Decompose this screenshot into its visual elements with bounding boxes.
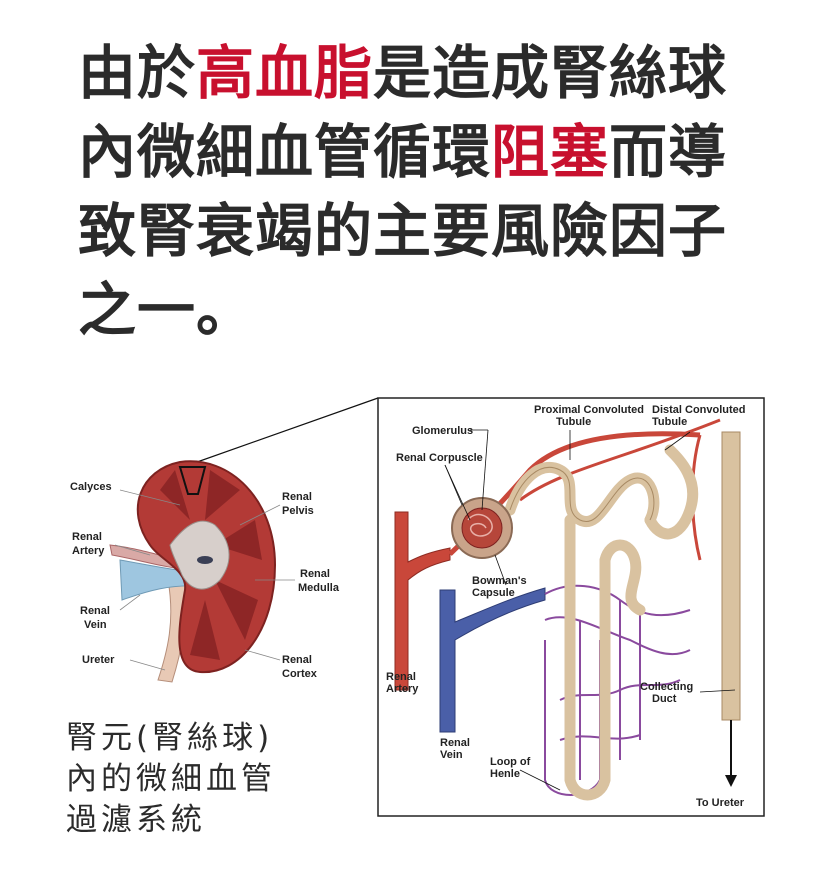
peritubular-capillaries bbox=[544, 584, 691, 796]
headline-text: 是造成腎絲球 bbox=[373, 39, 728, 107]
renal-artery-vessel bbox=[394, 511, 451, 691]
headline-text: 內微細血管循環 bbox=[78, 118, 492, 186]
headline-highlight-blockage: 阻塞 bbox=[491, 118, 610, 186]
headline: 由於高血脂是造成腎絲球 內微細血管循環阻塞而導 致腎衰竭的主要風險因子 之一。 bbox=[78, 34, 798, 350]
label-renal-vein-1: Renal bbox=[80, 605, 110, 617]
renal-pelvis-shape bbox=[169, 520, 230, 590]
headline-line-1: 由於高血脂是造成腎絲球 bbox=[78, 34, 798, 113]
headline-line-3: 致腎衰竭的主要風險因子 bbox=[78, 197, 728, 265]
label-bowmans-capsule-2: Capsule bbox=[472, 587, 515, 599]
label-to-ureter: To Ureter bbox=[696, 797, 745, 809]
renal-vein-vessel bbox=[439, 587, 546, 733]
label-renal-corpuscle: Renal Corpuscle bbox=[396, 452, 483, 464]
kidney-cross-section bbox=[109, 460, 295, 683]
nephron-diagram bbox=[377, 397, 765, 817]
tubule-outline bbox=[509, 466, 655, 523]
caption-line-1: 腎元(腎絲球) bbox=[66, 720, 274, 756]
label-renal-medulla-2: Medulla bbox=[298, 582, 340, 594]
collecting-duct bbox=[721, 431, 741, 721]
label-collecting-duct-1: Collecting bbox=[640, 681, 693, 693]
label-renal-artery-2: Artery bbox=[72, 545, 105, 557]
label-renal-cortex-1: Renal bbox=[282, 654, 312, 666]
glomerulus-shape bbox=[461, 507, 503, 549]
connector-line-top bbox=[182, 397, 379, 468]
label-proximal-tubule-1: Proximal Convoluted bbox=[534, 404, 644, 416]
headline-text: 而導 bbox=[609, 118, 728, 186]
label-ureter: Ureter bbox=[82, 654, 115, 666]
to-ureter-arrowhead bbox=[725, 775, 737, 787]
medulla-pyramid bbox=[215, 580, 258, 640]
label-renal-cortex-2: Cortex bbox=[282, 668, 318, 680]
medulla-pyramid bbox=[205, 470, 240, 520]
figure-caption: 腎元(腎絲球) 內的微細血管 過濾系統 bbox=[66, 718, 366, 841]
label-renal-medulla-1: Renal bbox=[300, 568, 330, 580]
label-calyces: Calyces bbox=[70, 481, 112, 493]
label-nephron-renal-artery-1: Renal bbox=[386, 671, 416, 683]
label-loop-of-henle-2: Henle bbox=[490, 768, 520, 780]
label-nephron-renal-vein-2: Vein bbox=[440, 749, 463, 761]
headline-text: 由於 bbox=[78, 39, 197, 107]
label-loop-of-henle-1: Loop of bbox=[490, 756, 531, 768]
caption-line-2: 內的微細血管 bbox=[66, 761, 276, 797]
label-renal-pelvis-1: Renal bbox=[282, 491, 312, 503]
medulla-pyramid bbox=[160, 470, 190, 520]
arteriole bbox=[519, 418, 721, 502]
glomerulus-capillary-loop bbox=[467, 513, 493, 537]
pelvis-detail bbox=[197, 556, 213, 564]
headline-highlight-hyperlipidemia: 高血脂 bbox=[196, 39, 374, 107]
medulla-pyramid bbox=[190, 600, 220, 660]
label-distal-tubule-2: Tubule bbox=[652, 416, 687, 428]
label-renal-vein-2: Vein bbox=[84, 619, 107, 631]
caption-line-3: 過濾系統 bbox=[66, 802, 206, 838]
medulla-pyramid bbox=[215, 520, 262, 560]
label-collecting-duct-2: Duct bbox=[652, 693, 677, 705]
label-bowmans-capsule-1: Bowman's bbox=[472, 575, 527, 587]
headline-line-2: 內微細血管循環阻塞而導 bbox=[78, 113, 798, 192]
label-renal-artery-1: Renal bbox=[72, 531, 102, 543]
label-distal-tubule-1: Distal Convoluted bbox=[652, 404, 746, 416]
label-glomerulus: Glomerulus bbox=[412, 425, 473, 437]
label-renal-pelvis-2: Pelvis bbox=[282, 505, 314, 517]
label-proximal-tubule-2: Tubule bbox=[556, 416, 591, 428]
zoom-box bbox=[178, 466, 207, 495]
headline-line-4: 之一。 bbox=[78, 276, 256, 344]
label-nephron-renal-vein-1: Renal bbox=[440, 737, 470, 749]
label-nephron-renal-artery-2: Artery bbox=[386, 683, 419, 695]
